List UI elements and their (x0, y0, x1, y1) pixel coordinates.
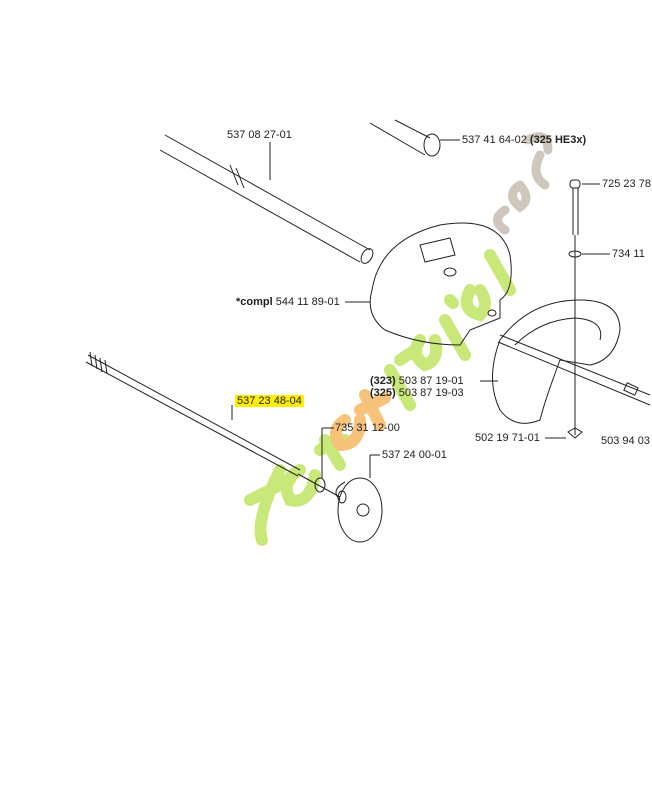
part-label-bolt: 725 23 78 (602, 178, 651, 190)
part-number: 503 87 19-03 (398, 387, 464, 399)
model-tag: (323) (370, 375, 396, 387)
model-tag: (325) (370, 387, 396, 399)
part-number: 503 87 19-01 (398, 375, 464, 387)
part-label-tube: 537 08 27-01 (227, 129, 292, 141)
part-label-ring: 735 31 12-00 (335, 422, 400, 434)
part-label-washer: 734 11 (612, 248, 645, 260)
part-label-handle-323: (323) 503 87 19-01 (370, 375, 464, 387)
part-number: 537 41 64-02 (462, 134, 527, 146)
part-label-nut: 502 19 71-01 (475, 432, 540, 444)
ring-part (314, 427, 334, 493)
part-label-handle-325: (325) 503 87 19-03 (370, 387, 464, 399)
tube-part (159, 134, 374, 264)
part-label-clutch-drum: 537 24 00-01 (382, 449, 447, 461)
handle-part (480, 299, 651, 424)
guard-part (345, 222, 512, 346)
clutch-drum-part (335, 454, 383, 543)
drive-shaft-part (85, 351, 341, 498)
part-number: 544 11 89-01 (275, 296, 340, 308)
compl-prefix: *compl (236, 296, 273, 308)
clamp-part (369, 119, 460, 157)
part-label-clamp: 537 41 64-02 (325 HE3x) (462, 134, 586, 146)
bolt-part (545, 179, 610, 439)
watermark-logo (244, 132, 553, 546)
model-note: (325 HE3x) (529, 134, 587, 146)
part-label-screw: 503 94 03 (601, 435, 650, 447)
part-label-drive-shaft: 537 23 48-04 (235, 395, 304, 407)
part-label-guard: *compl 544 11 89-01 (236, 296, 340, 308)
